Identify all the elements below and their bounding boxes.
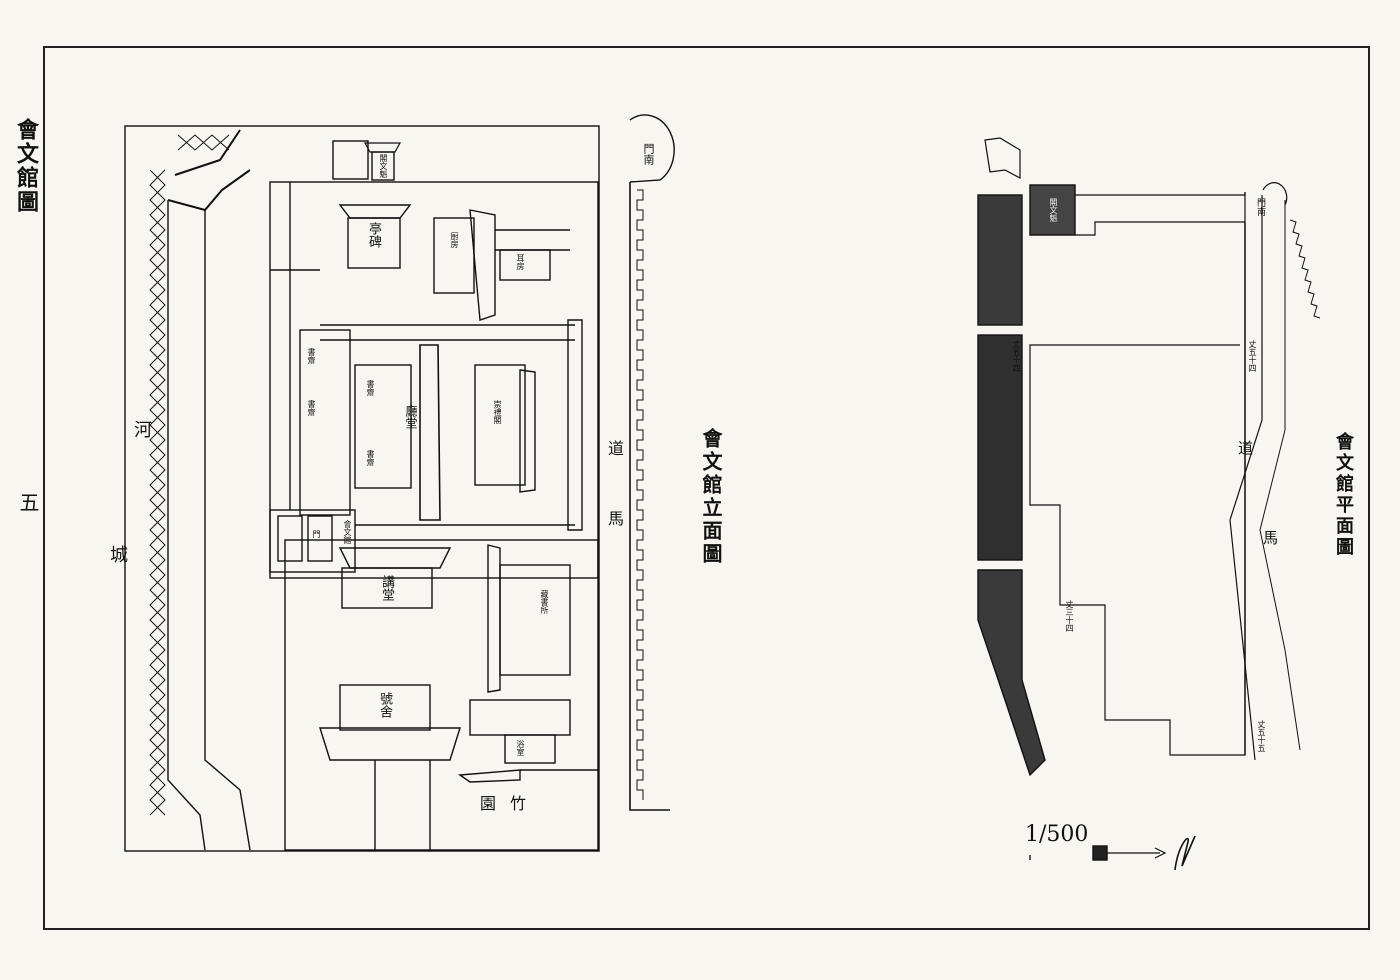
plan-title: 會文館平面圖: [1333, 432, 1354, 558]
label-study: 書齋: [307, 348, 316, 364]
label-corridor: 書齋: [307, 400, 316, 416]
canal-segment-3: [977, 569, 1046, 777]
label-hall: 廳堂: [404, 405, 418, 429]
page-number: 五: [16, 492, 40, 514]
label-bamboo2: 園: [477, 795, 496, 811]
gatehouse: [269, 509, 356, 573]
plan-drawing: [977, 137, 1321, 871]
elevation-title: 會文館立面圖: [699, 428, 723, 566]
label-corridor3: 書齋: [366, 450, 375, 466]
label-gatehouse: 會文館: [343, 520, 352, 544]
pavilion-top-box: [332, 140, 369, 180]
label-dim3: 丈三十四: [1065, 600, 1074, 632]
label-elev-gate: 門南: [642, 143, 655, 165]
label-plan-pavilion: 閣文魁: [1049, 198, 1058, 222]
label-library: 崇禮閣: [493, 400, 502, 424]
label-corridor2: 書齋: [366, 380, 375, 396]
label-bookroom: 藏書所: [540, 590, 549, 614]
side-title: 會文館圖: [13, 118, 39, 214]
scale-label: 1/500: [1025, 822, 1089, 847]
label-plan-road2: 馬: [1261, 530, 1279, 545]
lower-compound: [284, 539, 599, 851]
label-stele: 亭碑: [366, 222, 381, 248]
label-plan-road: 道: [1236, 440, 1254, 455]
label-pavilion-top: 閣文魁: [379, 154, 388, 178]
label-road2: 馬: [605, 510, 624, 526]
road-edge: [629, 182, 670, 811]
label-dim4: 丈五十五: [1257, 720, 1266, 752]
upper-compound: [269, 181, 599, 579]
wall-hatch: [149, 134, 230, 816]
label-bamboo: 竹: [507, 795, 526, 811]
label-gate-plaque: 門: [312, 530, 321, 538]
canal-segment-1: [977, 194, 1023, 326]
elevation-drawing: [124, 114, 675, 852]
label-canal: 河: [131, 420, 152, 438]
label-lecture: 講堂: [379, 575, 394, 601]
elevation-border: [124, 125, 600, 852]
canal-segment-2: [977, 334, 1023, 561]
label-dorm: 號舍: [377, 692, 392, 718]
label-ear-room: 耳房: [516, 254, 525, 270]
label-dim1: 丈五十四: [1012, 340, 1021, 372]
label-road: 道: [605, 440, 624, 456]
label-wall: 城: [107, 545, 128, 563]
label-kitchen: 厨房: [450, 232, 459, 248]
label-dim2: 丈五十四: [1248, 340, 1257, 372]
drawing-frame: [43, 46, 1370, 930]
plan-pavilion: [1029, 184, 1076, 236]
label-plan-gate: 門南: [1255, 198, 1265, 216]
label-bath: 浴室: [516, 740, 525, 756]
